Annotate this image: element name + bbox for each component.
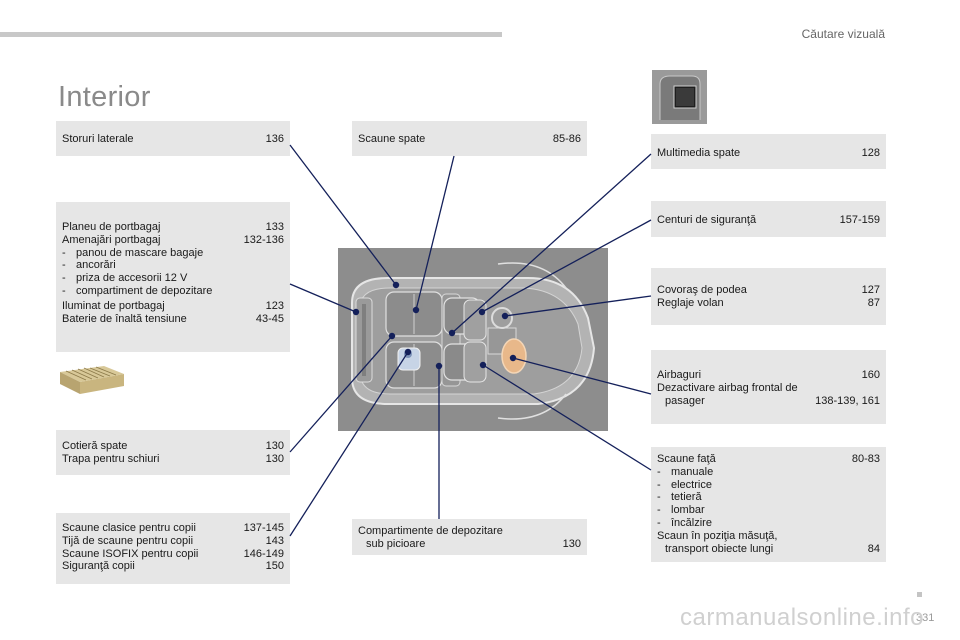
hv-battery-label: Baterie de înaltă tensiune bbox=[62, 312, 187, 325]
storage-page: 130 bbox=[562, 537, 581, 550]
rear-blinds-label: Storuri laterale bbox=[62, 133, 134, 145]
leader-line-front-seats bbox=[482, 364, 652, 471]
seat-belts-label: Centuri de siguranţă bbox=[657, 214, 757, 226]
airbag-deactivation-page: 138-139, 161 bbox=[815, 394, 880, 407]
front-seat-item: încălzire bbox=[671, 516, 712, 529]
front-seat-item: tetieră bbox=[671, 491, 702, 504]
armrest-box: Cotieră spate 130 Trapa pentru schiuri 130 bbox=[56, 430, 290, 475]
child-safety-page: 150 bbox=[265, 560, 284, 573]
rear-blinds-box: Storuri laterale 136 bbox=[56, 121, 290, 156]
classic-child-seats-label: Scaune clasice pentru copii bbox=[62, 522, 196, 534]
section-title: Căutare vizuală bbox=[801, 27, 885, 41]
seat-belts-page: 157-159 bbox=[839, 214, 880, 226]
classic-child-seats-page: 137-145 bbox=[243, 522, 284, 534]
floor-mats-label: Covoraş de podea bbox=[657, 284, 747, 296]
leader-line-armrest bbox=[289, 335, 393, 453]
rear-multimedia-page: 128 bbox=[861, 147, 880, 159]
boot-box: Planeu de portbagaj 133 Amenajări portbag… bbox=[56, 202, 290, 352]
boot-fittings-label: Amenajări portbagaj bbox=[62, 233, 161, 246]
page-marker bbox=[917, 592, 922, 597]
front-seat-item: electrice bbox=[671, 478, 712, 491]
isofix-page: 146-149 bbox=[243, 547, 284, 560]
parcel-shelf-page: 133 bbox=[265, 221, 284, 233]
boot-fittings-page: 132-136 bbox=[243, 233, 284, 246]
leader-line-blinds bbox=[289, 144, 397, 286]
armrest-page: 130 bbox=[265, 440, 284, 452]
child-safety-label: Siguranţă copii bbox=[62, 560, 135, 573]
hv-battery-thumbnail bbox=[60, 366, 124, 394]
airbags-label: Airbaguri bbox=[657, 369, 702, 381]
front-seat-item: lombar bbox=[671, 504, 705, 517]
child-seat-bar-page: 143 bbox=[265, 534, 284, 547]
airbags-page: 160 bbox=[861, 369, 880, 381]
boot-lighting-page: 123 bbox=[265, 299, 284, 312]
leader-line-child-seats bbox=[289, 351, 409, 537]
storage-box: Compartimente de depozitare sub picioare… bbox=[352, 519, 587, 555]
leader-line-belts bbox=[481, 219, 652, 313]
airbag-deactivation-line1: Dezactivare airbag frontal de bbox=[657, 381, 798, 394]
rear-blinds-page: 136 bbox=[265, 133, 284, 145]
page-title: Interior bbox=[58, 81, 151, 114]
armrest-label: Cotieră spate bbox=[62, 440, 128, 452]
boot-item: compartiment de depozitare bbox=[76, 284, 213, 297]
rear-multimedia-box: Multimedia spate 128 bbox=[651, 134, 886, 169]
boot-item: ancorări bbox=[76, 259, 116, 272]
leader-line-mats bbox=[504, 295, 652, 317]
page-number: 331 bbox=[916, 612, 935, 624]
front-seat-item: manuale bbox=[671, 465, 714, 478]
hv-battery-page: 43-45 bbox=[255, 312, 284, 325]
leader-line-multimedia bbox=[451, 153, 652, 334]
storage-label-line1: Compartimente de depozitare bbox=[358, 525, 503, 537]
boot-item: priza de accesorii 12 V bbox=[76, 272, 188, 285]
ski-hatch-label: Trapa pentru schiuri bbox=[62, 452, 160, 465]
child-seat-bar-label: Tijă de scaune pentru copii bbox=[62, 534, 194, 547]
car-interior-illustration bbox=[338, 248, 608, 431]
rear-seats-box: Scaune spate 85-86 bbox=[352, 121, 587, 156]
header-bar bbox=[0, 32, 502, 37]
mats-box: Covoraş de podea 127 Reglaje volan 87 bbox=[651, 268, 886, 325]
front-seats-page: 80-83 bbox=[851, 453, 880, 465]
rear-multimedia-thumbnail bbox=[652, 70, 707, 124]
airbag-deactivation-line2: pasager bbox=[665, 394, 705, 407]
table-position-line2: transport obiecte lungi bbox=[665, 542, 774, 555]
airbags-box: Airbaguri 160 Dezactivare airbag frontal … bbox=[651, 350, 886, 424]
leader-line-airbags bbox=[512, 357, 652, 395]
boot-item: panou de mascare bagaje bbox=[76, 246, 204, 259]
table-position-line1: Scaun în poziţia măsuţă, bbox=[657, 529, 778, 542]
isofix-label: Scaune ISOFIX pentru copii bbox=[62, 547, 199, 560]
rear-seats-page: 85-86 bbox=[552, 133, 581, 145]
leader-line-rear-seats bbox=[415, 155, 455, 311]
rear-multimedia-label: Multimedia spate bbox=[657, 147, 741, 159]
watermark: carmanualsonline.info bbox=[680, 604, 924, 631]
table-position-page: 84 bbox=[867, 542, 880, 555]
child-seats-box: Scaune clasice pentru copii 137-145 Tijă … bbox=[56, 513, 290, 584]
seat-belts-box: Centuri de siguranţă 157-159 bbox=[651, 201, 886, 237]
rear-seats-label: Scaune spate bbox=[358, 133, 426, 145]
floor-mats-page: 127 bbox=[861, 284, 880, 296]
steering-adjust-page: 87 bbox=[867, 296, 880, 309]
leader-line-boot bbox=[289, 283, 357, 313]
parcel-shelf-label: Planeu de portbagaj bbox=[62, 221, 161, 233]
boot-lighting-label: Iluminat de portbagaj bbox=[62, 299, 165, 312]
storage-label-line2: sub picioare bbox=[366, 537, 426, 550]
car-top-view bbox=[351, 262, 596, 420]
ski-hatch-page: 130 bbox=[265, 452, 284, 465]
steering-adjust-label: Reglaje volan bbox=[657, 296, 724, 309]
front-seats-label: Scaune faţă bbox=[657, 453, 716, 465]
